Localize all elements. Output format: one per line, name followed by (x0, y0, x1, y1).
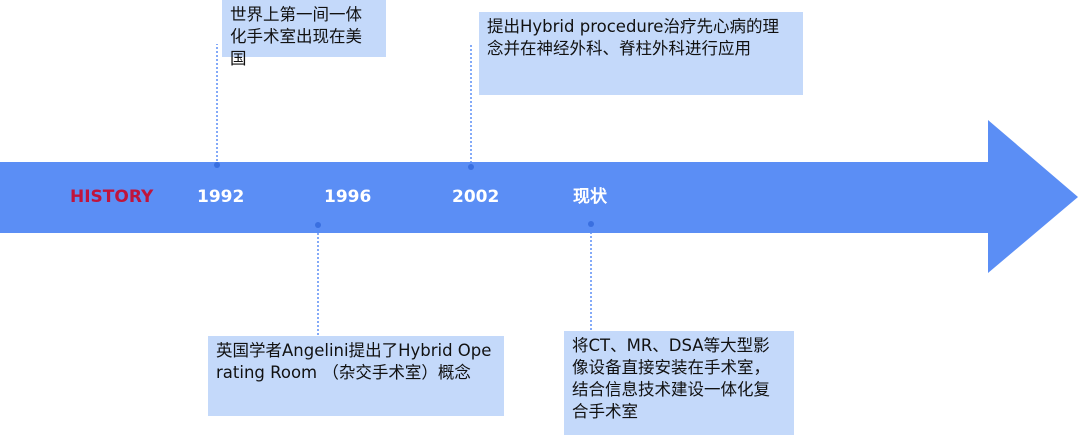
year-label-1996: 1996 (324, 187, 372, 207)
now-label: 现状 (573, 187, 607, 207)
connector-dot-1992 (214, 162, 220, 168)
history-label: HISTORY (70, 187, 154, 207)
event-note-1992: 世界上第一间一体化手术室出现在美国 (222, 0, 386, 68)
connector-dot-1996 (315, 222, 321, 228)
year-label-1992: 1992 (197, 187, 245, 207)
timeline-arrow (0, 120, 1078, 273)
event-note-now: 将CT、MR、DSA等大型影像设备直接安装在手术室，结合信息技术建设一体化复合手… (564, 331, 794, 435)
event-note-1996: 英国学者Angelini提出了Hybrid Operating Room （杂交… (208, 336, 504, 416)
connector-dot-2002 (468, 164, 474, 170)
connector-dot-now (588, 221, 594, 227)
year-label-2002: 2002 (452, 187, 500, 207)
event-note-2002: 提出Hybrid procedure治疗先心病的理念并在神经外科、脊柱外科进行应… (479, 12, 803, 95)
